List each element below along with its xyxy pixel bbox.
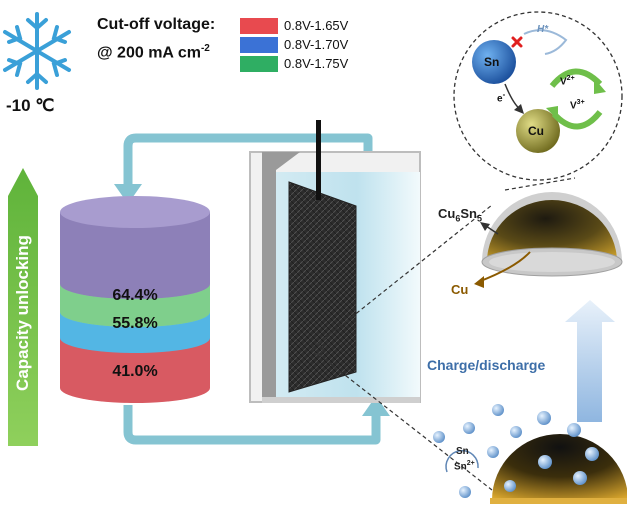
circulation-loop <box>123 133 381 445</box>
cu6sn5-dome <box>481 192 623 277</box>
legend-label-1: 0.8V-1.65V <box>284 18 349 33</box>
cu6sn5-pointer <box>485 225 499 235</box>
electron-label: e- <box>497 90 506 105</box>
legend-entry-1: 0.8V-1.65V <box>240 18 360 34</box>
electrolyte-tank <box>249 151 421 403</box>
legend-label-2: 0.8V-1.70V <box>284 37 349 52</box>
mechanism-zoom-circle <box>453 11 623 181</box>
electrode-rod <box>316 120 321 200</box>
vanadium-arrowhead-2 <box>546 106 558 120</box>
legend-entry-2: 0.8V-1.70V <box>240 37 360 53</box>
sn-sphere-label: Sn <box>484 55 500 69</box>
bottom-sn2-label: Sn2+ <box>454 460 475 473</box>
sn-cycle-arrows <box>445 449 479 473</box>
capacity-cylinder <box>60 196 210 403</box>
felt-electrode <box>288 181 357 393</box>
cu-sphere-label: Cu <box>528 124 544 138</box>
v3-label: V3+ <box>570 99 585 112</box>
legend-swatch-3 <box>240 56 278 72</box>
blocked-cross-icon <box>511 36 523 48</box>
legend-label-3: 0.8V-1.75V <box>284 56 349 71</box>
legend-swatch-2 <box>240 37 278 53</box>
loop-arrowhead-top <box>114 184 142 204</box>
capacity-unlocking-text: Capacity unlocking <box>13 235 32 391</box>
hydrogen-arrow <box>523 29 568 55</box>
capacity-unlocking-banner: Capacity unlocking <box>8 180 38 446</box>
legend-entry-3: 0.8V-1.75V <box>240 56 360 72</box>
capacity-level-1: 64.4% <box>112 287 158 304</box>
cu6sn5-pointer-head <box>480 222 490 231</box>
zoom-lines <box>312 177 576 491</box>
loop-arrowhead-bottom <box>362 396 390 416</box>
charge-discharge-label: Charge/discharge <box>427 357 546 373</box>
capacity-banner-arrow <box>8 168 38 446</box>
bottom-sn-label: Sn <box>456 446 469 457</box>
charge-discharge-arrow <box>565 300 615 422</box>
hydrogen-label: H* <box>537 24 549 35</box>
capacity-level-2: 55.8% <box>112 315 158 332</box>
temperature-label: -10 ℃ <box>6 96 55 115</box>
legend-current-density: @ 200 mA cm-2 <box>97 43 210 62</box>
sn-particles <box>433 404 599 498</box>
cu-label: Cu <box>451 282 469 297</box>
snowflake-icon <box>3 12 71 90</box>
cu-sphere <box>516 109 560 153</box>
capacity-level-3: 41.0% <box>112 363 158 380</box>
cu-pointer-head <box>474 276 484 288</box>
cu6sn5-label: Cu6Sn5 <box>438 206 482 224</box>
electron-arrowhead <box>514 104 524 114</box>
v2-label: V2+ <box>560 75 575 88</box>
legend-swatch-1 <box>240 18 278 34</box>
sn-sphere <box>472 40 516 84</box>
sn-deposit-dome <box>490 434 627 504</box>
legend-title: Cut-off voltage: <box>97 16 216 33</box>
vanadium-arrowhead-1 <box>594 78 606 94</box>
